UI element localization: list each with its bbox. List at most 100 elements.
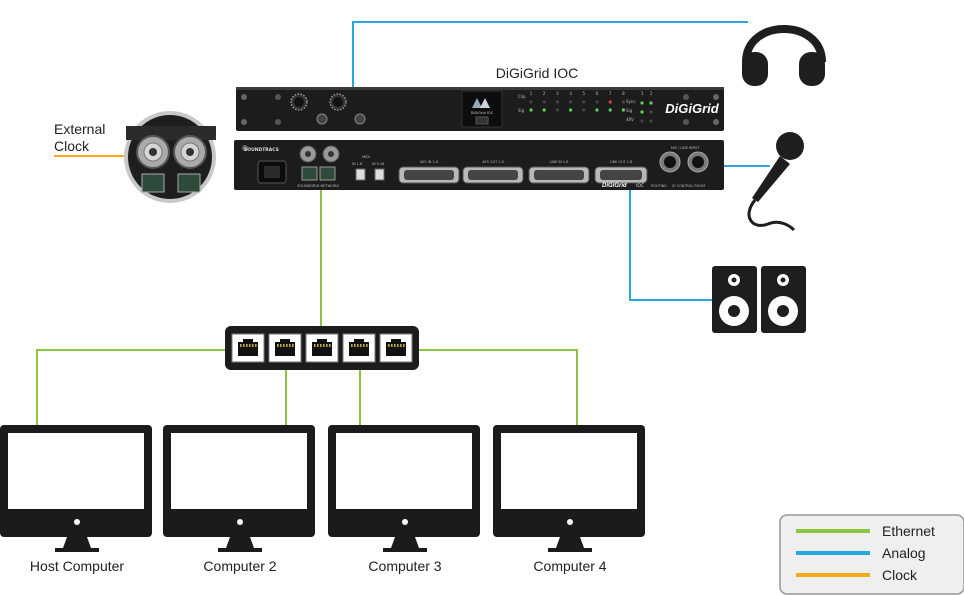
volume-knob-1 xyxy=(290,93,308,111)
clip-led xyxy=(621,100,626,104)
waves-logo-icon xyxy=(472,98,482,108)
dsub-connector-3 xyxy=(528,166,590,184)
front-logo-text: DiGiGrid IOC xyxy=(471,111,494,115)
clip-led xyxy=(555,100,560,104)
camera-dot xyxy=(74,519,80,525)
connection-lines xyxy=(36,21,770,425)
dsub-connector-4 xyxy=(594,166,648,184)
dsub-label-2: AES OUT 1-8 xyxy=(482,160,504,164)
computers: Host Computer Computer 2 Computer 3 Compute… xyxy=(0,425,645,574)
front-brand: DiGiGrid xyxy=(665,101,720,116)
sig-led xyxy=(542,108,546,112)
switch-port xyxy=(268,333,302,363)
magnified-bnc-1 xyxy=(136,135,170,169)
monitor-screen xyxy=(501,433,637,509)
adat-label-2: IN 9-16 xyxy=(372,162,384,166)
meter-number: 2 xyxy=(543,91,546,96)
computer-label: Computer 4 xyxy=(533,558,606,574)
clip-led xyxy=(569,100,573,104)
xlr-input-1 xyxy=(659,151,681,173)
network-switch xyxy=(225,326,419,370)
camera-dot xyxy=(237,519,243,525)
front-sig-label-2: Sig xyxy=(626,108,633,113)
meter-number: 5 xyxy=(583,91,586,96)
clip-led xyxy=(595,100,599,104)
clip-led xyxy=(529,100,533,104)
headphones-icon xyxy=(742,25,826,86)
clip-led xyxy=(608,100,612,104)
sig-led xyxy=(621,108,626,112)
optical-port-1 xyxy=(355,168,366,181)
sig-led xyxy=(608,108,612,112)
computer-1: Host Computer xyxy=(0,425,152,574)
v48-label: 48V xyxy=(626,117,634,122)
analog-line-headphones xyxy=(352,21,748,92)
mic-input-label: MIC / LINE INPUT xyxy=(671,146,700,150)
computer-label: Computer 2 xyxy=(203,558,276,574)
legend-item: Ethernet xyxy=(796,523,935,539)
computer-4: Computer 4 xyxy=(493,425,645,574)
power-switch xyxy=(475,116,489,125)
monitor-stand xyxy=(55,537,99,552)
speaker-right-icon xyxy=(761,266,806,333)
legend-label: Ethernet xyxy=(882,523,935,539)
legend-item: Analog xyxy=(796,545,926,561)
legend-label: Analog xyxy=(882,545,926,561)
analog-line-speakers xyxy=(629,190,712,301)
external-clock-label-line1: External xyxy=(54,121,105,137)
sig-led xyxy=(582,108,586,112)
camera-dot xyxy=(567,519,573,525)
rear-footer-tag-1: ROUTING xyxy=(651,184,667,188)
computer-3: Computer 3 xyxy=(328,425,480,574)
monitor-screen xyxy=(8,433,144,509)
clip-led xyxy=(542,100,546,104)
meter-number: 7 xyxy=(609,91,612,96)
meter-number: 1 xyxy=(530,91,533,96)
volume-knob-2 xyxy=(329,93,347,111)
monitor-stand xyxy=(548,537,592,552)
device-title: DiGiGrid IOC xyxy=(496,65,578,81)
rear-footer-brand: DiGiGrid xyxy=(602,183,627,189)
switch-port xyxy=(379,333,413,363)
adat-label-1: IN 1-8 xyxy=(352,162,362,166)
legend-item: Clock xyxy=(796,567,918,583)
clock-magnifier xyxy=(124,111,216,203)
switch-port xyxy=(342,333,376,363)
legend-label: Clock xyxy=(882,567,918,583)
sig-led xyxy=(569,108,573,112)
ioc-rear-panel: SOUNDTRACS SOUNDGRID NETWORK MIDI IN 1-8… xyxy=(234,140,724,190)
magnified-ethernet-1 xyxy=(141,173,165,193)
ethernet-line-host xyxy=(36,349,230,425)
monitor-screen xyxy=(171,433,307,509)
ethernet-line-computer4 xyxy=(410,349,578,425)
meter-number: 8 xyxy=(622,91,625,96)
computer-label: Host Computer xyxy=(30,558,124,574)
clip-led xyxy=(582,100,586,104)
rear-ethernet-port-2 xyxy=(319,166,336,181)
sync-label: Sync xyxy=(626,99,636,104)
headphone-jack-2 xyxy=(354,113,366,125)
sig-label: Sig xyxy=(518,108,525,113)
meter-number: 4 xyxy=(569,91,572,96)
magnified-ethernet-2 xyxy=(177,173,201,193)
monitor-stand xyxy=(383,537,427,552)
meter-number: 6 xyxy=(596,91,599,96)
rear-ethernet-port-1 xyxy=(301,166,318,181)
xlr-input-2 xyxy=(687,151,709,173)
microphone-icon xyxy=(747,132,804,232)
computer-2: Computer 2 xyxy=(163,425,315,574)
camera-dot xyxy=(402,519,408,525)
computer-label: Computer 3 xyxy=(368,558,441,574)
midi-label: MIDI xyxy=(362,155,370,159)
network-label: SOUNDGRID NETWORK xyxy=(297,184,339,188)
rear-footer-tag-2: IO CONTROL ROOM xyxy=(672,184,705,188)
monitor-screen xyxy=(336,433,472,509)
dsub-connector-2 xyxy=(462,166,524,184)
dsub-connector-1 xyxy=(398,166,460,184)
dsub-label-1: AES IN 1-8 xyxy=(420,160,438,164)
magnified-bnc-2 xyxy=(173,135,207,169)
